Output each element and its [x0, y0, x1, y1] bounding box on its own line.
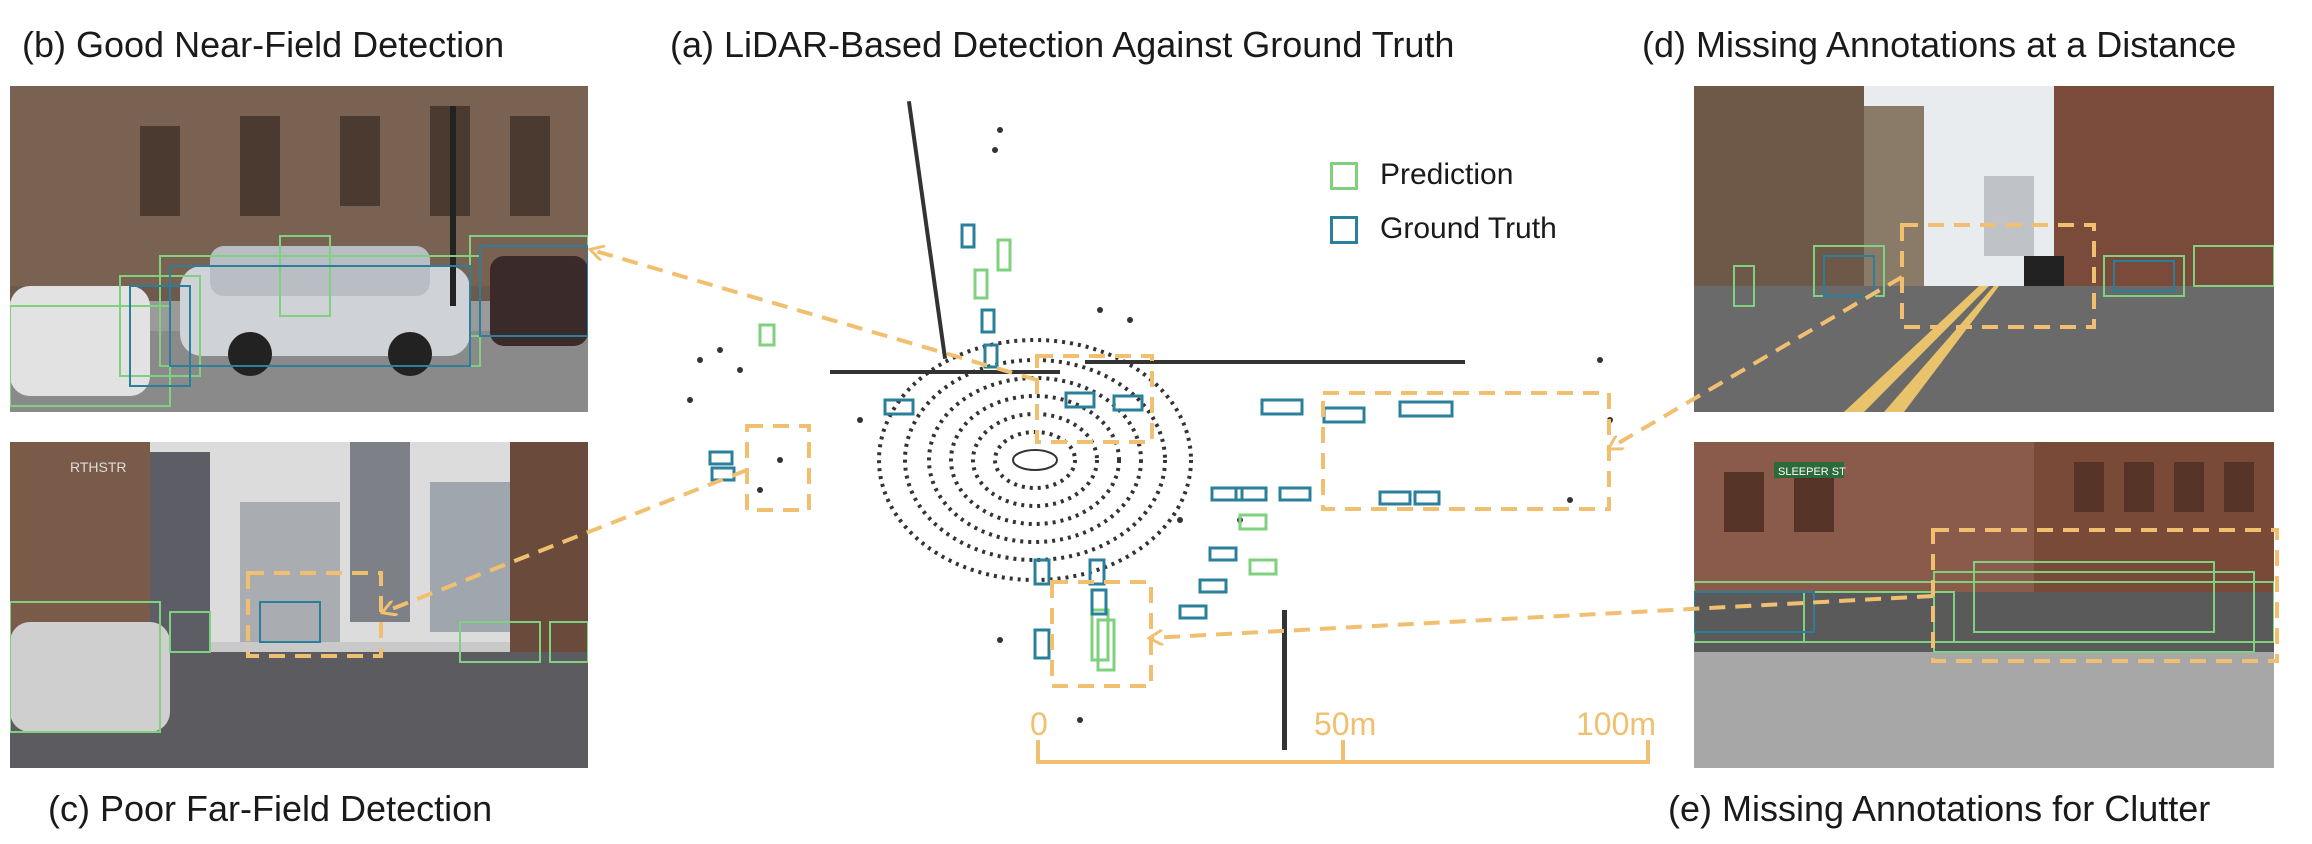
prediction-boxes	[758, 238, 1278, 672]
caption-e: (e) Missing Annotations for Clutter	[1668, 788, 2211, 829]
highlight-boxes	[246, 223, 2279, 688]
street-sign-c: RTHSTR	[70, 459, 127, 475]
street-sign-e: SLEEPER ST	[1778, 466, 1846, 478]
scale-label-0: 0	[1030, 706, 1048, 742]
photo-near-field	[10, 86, 588, 412]
legend-prediction: Prediction	[1330, 158, 1513, 192]
ground-truth-boxes	[708, 223, 1454, 660]
caption-d: (d) Missing Annotations at a Distance	[1642, 24, 2237, 65]
scale-label-100m: 100m	[1576, 706, 1657, 742]
arrows	[384, 250, 1934, 638]
legend-ground-truth: Ground Truth	[1330, 212, 1557, 246]
photo-distance	[1694, 86, 2274, 412]
scale-bar	[1036, 740, 1650, 764]
legend-prediction-label: Prediction	[1380, 158, 1514, 191]
prediction-swatch	[1330, 162, 1358, 191]
legend-ground-truth-label: Ground Truth	[1380, 212, 1557, 245]
scale-label-50m: 50m	[1314, 706, 1377, 742]
caption-a: (a) LiDAR-Based Detection Against Ground…	[670, 24, 1455, 65]
caption-c: (c) Poor Far-Field Detection	[48, 788, 493, 829]
ground-truth-swatch	[1330, 216, 1358, 245]
caption-b: (b) Good Near-Field Detection	[22, 24, 505, 65]
